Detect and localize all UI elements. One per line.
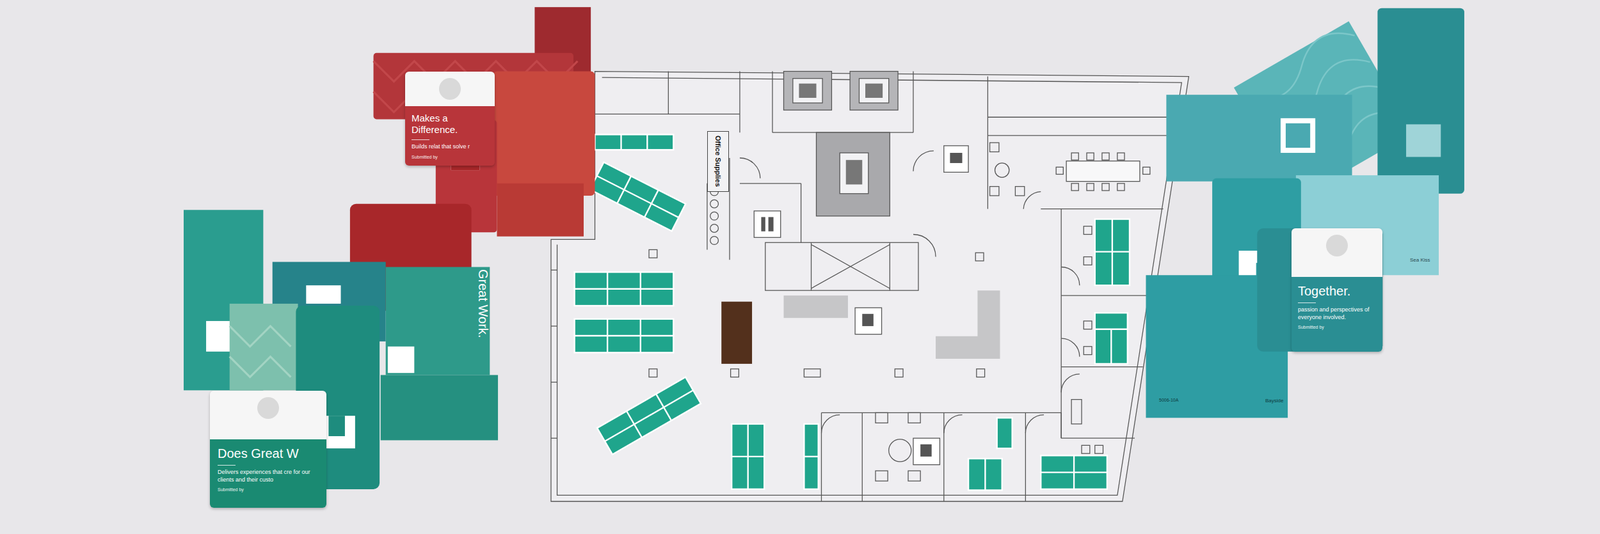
- floor-plan: [551, 71, 1189, 502]
- room-label: Office Supplies: [714, 135, 722, 187]
- color-name: Sea Kiss: [1409, 257, 1431, 264]
- color-name: Bayside: [1265, 398, 1284, 404]
- value-card: Together. passion and perspectives of eve…: [1291, 228, 1383, 352]
- card-footnote: Submitted by: [411, 154, 489, 160]
- grey-block: [783, 295, 848, 319]
- teal-swatches-left: [183, 209, 498, 490]
- card-body: Delivers experiences that cre for our cl…: [217, 469, 319, 484]
- teal-swatches-right: [1145, 8, 1464, 419]
- card-rule: [217, 465, 236, 466]
- value-card: Does Great W Delivers experiences that cr…: [209, 391, 327, 509]
- card-footnote: Submitted by: [1297, 325, 1376, 330]
- card-heading: Does Great W: [217, 446, 319, 462]
- color-code: 5006-10A: [1159, 398, 1179, 403]
- card-footnote: Submitted by: [217, 487, 319, 493]
- desks: [574, 134, 1130, 491]
- card-logo: [439, 78, 461, 100]
- card-rule: [1297, 302, 1316, 304]
- card-logo: [1326, 234, 1348, 257]
- card-heading: Together.: [1297, 283, 1376, 299]
- card-logo: [257, 397, 280, 420]
- grey-l-block: [935, 290, 1000, 360]
- icons: [760, 83, 962, 457]
- card-body: Builds relat that solve r: [411, 143, 489, 152]
- value-card: Makes a Difference. Builds relat that sol…: [405, 71, 495, 166]
- card-heading: Makes a Difference.: [411, 112, 489, 136]
- office-supplies-box: Office Supplies: [707, 131, 729, 192]
- swatch-text: Great Work.: [475, 269, 491, 338]
- red-swatches: [350, 7, 596, 312]
- brown-table: [721, 302, 752, 365]
- card-body: passion and perspectives of everyone inv…: [1297, 306, 1376, 322]
- card-rule: [411, 139, 430, 141]
